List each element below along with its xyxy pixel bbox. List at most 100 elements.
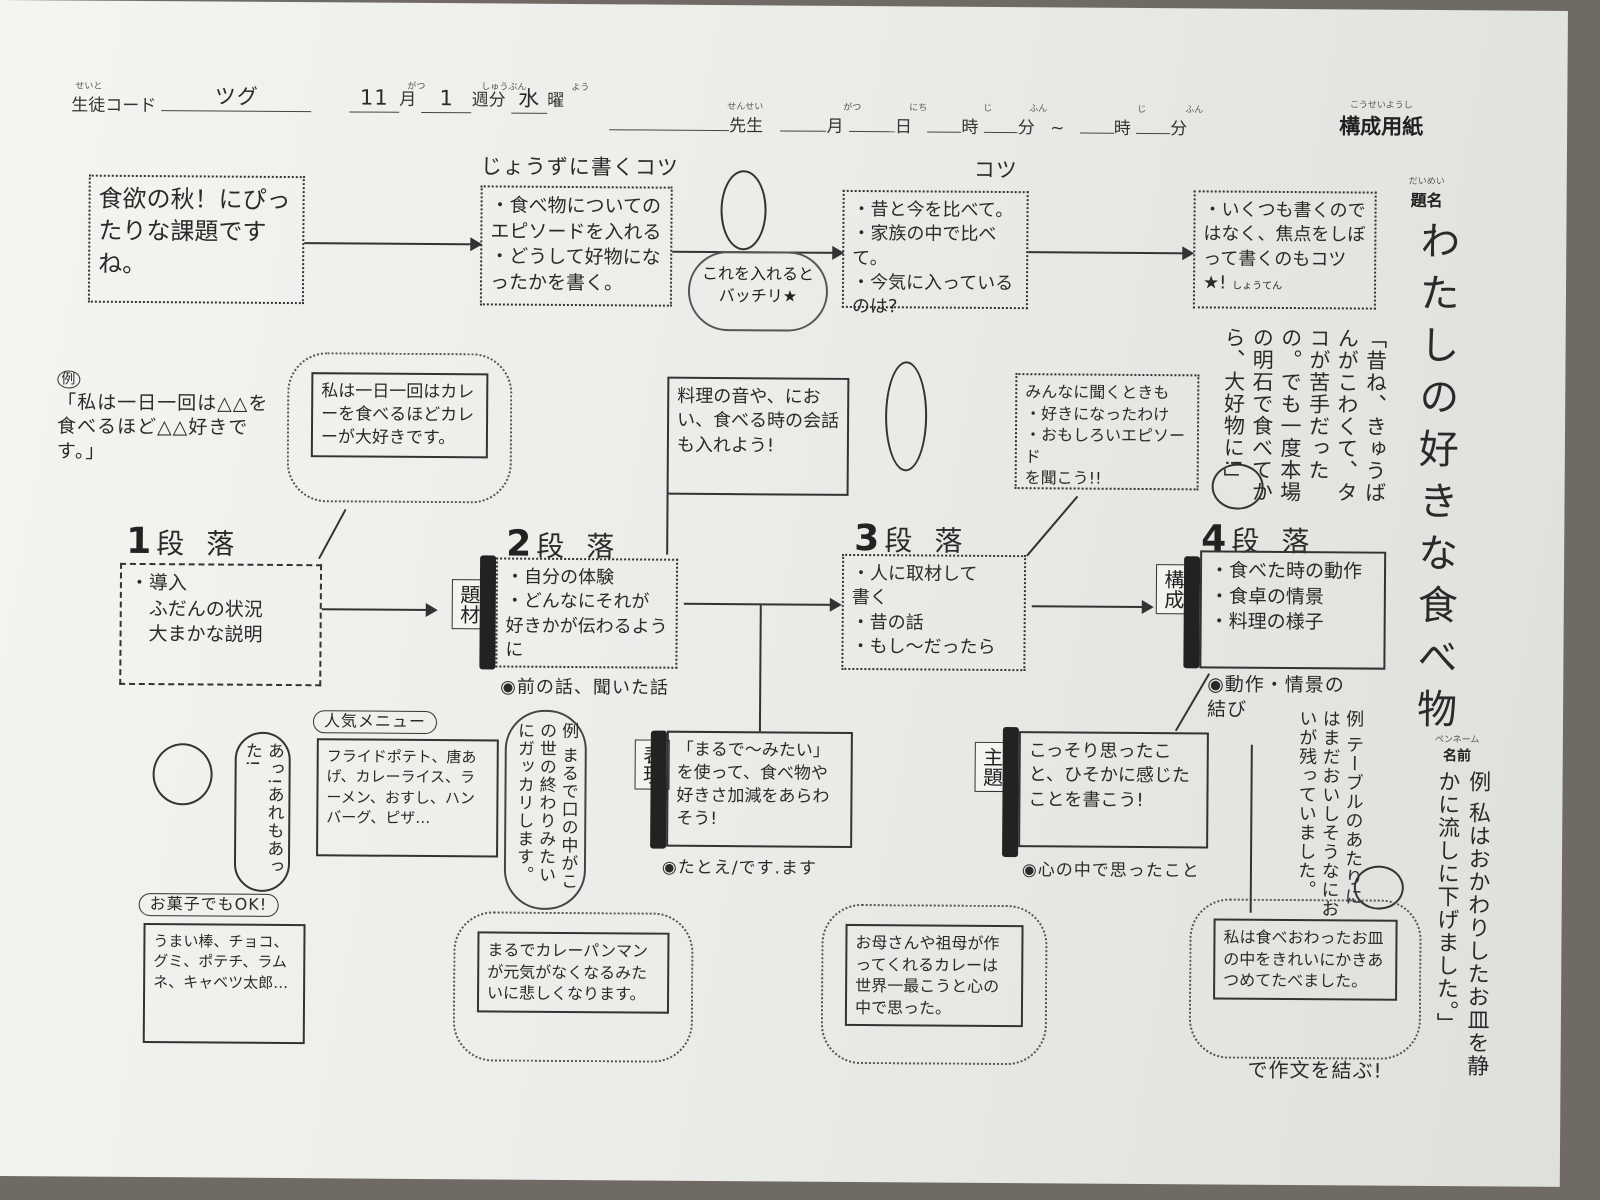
ruby: しょうてん — [1232, 280, 1283, 292]
date-day-field[interactable] — [848, 130, 895, 133]
frog-speech-bubble: あっ!あれもあった! — [233, 731, 292, 893]
penname-example: 例 私はおかわりしたお皿を静かに流しに下げました。」 — [1432, 770, 1491, 1078]
date-month-label: 月 — [826, 116, 844, 137]
example-cloud-text: 私は一日一回はカレーを食べるほどカレーが大好きです。 — [310, 372, 489, 459]
paragraph-number: 1 — [126, 520, 152, 563]
paragraph-label: 段落 — [156, 527, 257, 561]
expression-note: ◉たとえ/です.ます — [661, 857, 817, 879]
end-minute-field[interactable] — [1136, 132, 1171, 135]
paragraph-4-box: ・食べた時の動作 ・食卓の情景 ・料理の様子 — [1199, 550, 1387, 670]
month-label: 月 — [399, 89, 417, 110]
date-day-label: 日 — [894, 117, 913, 138]
tilde: ~ — [1050, 118, 1065, 139]
focus-text: ・いくつも書くのではなく、焦点をしぼって書くのもコツ★! — [1202, 199, 1366, 294]
theme-note: ◉心の中で思ったこと — [1021, 860, 1200, 882]
title-label-text: 題名 — [1410, 190, 1443, 211]
paragraph-3-box: ・人に取材して 書く ・昔の話 ・もし〜だったら — [841, 553, 1027, 672]
arrow — [1028, 251, 1193, 255]
simile-example: 例 まるで口の中がこの世の終わりみたいにガッカリします。 — [503, 709, 588, 911]
essay-title: わたしの好きな食べ物 — [1409, 219, 1460, 741]
intro-box: 食欲の秋！にぴったりな課題ですね。 — [87, 174, 305, 305]
snack-box: うまい棒、チョコ、グミ、ポテチ、ラムネ、キャベツ太郎… — [142, 923, 306, 1045]
sound-tip-box: 料理の音や、におい、食べる時の会話も入れよう! — [666, 376, 850, 496]
sheet-title: こうせいようし 構成用紙 — [1339, 97, 1423, 141]
arrow — [304, 242, 481, 246]
ruby: がつ — [843, 102, 862, 114]
paragraph-1-box: ・導入 ふだんの状況 大まかな説明 — [119, 562, 323, 687]
teacher-label: 先生 — [729, 116, 764, 137]
connector-line — [758, 605, 762, 732]
ruby: ペンネーム — [1434, 735, 1480, 746]
header-row: せいと 生徒コード ツグ — [71, 82, 312, 116]
marker-bar — [650, 730, 667, 849]
theme-box: こっそり思ったこと、ひそかに感じたことを書こう! — [1018, 731, 1209, 849]
example-text: 「私は一日一回は△△を食べるほど△△好きです。」 — [56, 391, 269, 463]
ruby: ふん — [1029, 104, 1048, 115]
teacher-field[interactable] — [609, 129, 730, 132]
start-minute-field[interactable] — [983, 131, 1018, 134]
ruby: しゅうぶん — [481, 82, 527, 93]
theme-cloud-text: お母さんや祖母が作ってくれるカレーは世界一最こうと心の中で思った。 — [844, 923, 1024, 1028]
tip-cloud: これを入れるとバッチリ★ — [687, 250, 829, 332]
example-note: 例「私は一日一回は△△を食べるほど△△好きです。」 — [57, 365, 278, 465]
tips-label: じょうずに書くコツ — [480, 154, 679, 180]
week-label: 週分 — [471, 90, 506, 111]
marker-bar — [1183, 556, 1201, 669]
week-value: 1 — [421, 84, 472, 114]
paragraph-1-heading: 1 段落 — [126, 521, 256, 563]
ruby: だいめい — [1408, 176, 1445, 188]
theme-cloud: お母さんや祖母が作ってくれるカレーは世界一最こうと心の中で思った。 — [820, 903, 1048, 1066]
teacher-time-row: 先生 月 日 時 分 ~ 時 分 せんせい がつ にち じ ふん じ ふん — [609, 102, 1203, 140]
paragraph-label: 段落 — [884, 524, 985, 558]
ruby: ふん — [1185, 105, 1204, 116]
start-hour-field[interactable] — [927, 131, 962, 133]
ruby: じ — [983, 103, 993, 114]
tips-box: ・食べ物についてのエピソードを入れる ・どうして好物になったかを書く。 — [479, 185, 673, 307]
example-cloud: 私は一日一回はカレーを食べるほどカレーが大好きです。 — [286, 352, 513, 504]
penname-label: ペンネーム 名前 — [1435, 732, 1480, 765]
connector-line — [1249, 744, 1253, 913]
paragraph-number: 3 — [854, 517, 880, 560]
kotsu-box: ・昔と今を比べて。 ・家族の中で比べて。 ・今気に入っているのは? — [841, 189, 1029, 317]
frog-waiter-drawing-icon — [884, 361, 928, 472]
ending-cloud-text: 私は食べおわったお皿の中をきれいにかきあつめてたべました。 — [1213, 918, 1398, 1001]
paragraph-2-box: ・自分の体験 ・どんなにそれが 好きかが伝わるように — [495, 557, 679, 669]
focus-box: ・いくつも書くのではなく、焦点をしぼって書くのもコツ★! しょうてん — [1192, 190, 1377, 310]
interview-tip-box: みんなに聞くときも ・好きになったわけ ・おもしろいエピソード を聞こう!! — [1014, 373, 1200, 491]
ruby: がつ — [407, 81, 426, 92]
frog-surprised-icon — [152, 743, 213, 806]
arrow — [683, 602, 840, 606]
end-hour-label: 時 — [1113, 118, 1131, 139]
end-hour-field[interactable] — [1079, 132, 1114, 134]
hour-label: 時 — [961, 117, 979, 138]
ruby: せいと — [75, 81, 103, 92]
ruby: せんせい — [727, 102, 764, 113]
date-month-field[interactable] — [780, 130, 827, 132]
end-minute-label: 分 — [1170, 119, 1188, 140]
marker-bar — [1002, 727, 1019, 858]
student-code-label: 生徒コード — [71, 95, 157, 117]
menu-label: 人気メニュー — [312, 710, 438, 734]
penname-label-text: 名前 — [1442, 748, 1472, 765]
marker-bar — [479, 555, 497, 670]
example-mark: 例 — [57, 370, 81, 389]
weekday-label: 曜 — [547, 90, 565, 111]
student-code-value: ツグ — [161, 83, 312, 113]
kotsu-label: コツ — [973, 157, 1018, 183]
simile-cloud-text: まるでカレーパンマンが元気がなくなるみたいに悲しくなります。 — [476, 931, 670, 1014]
arrow — [321, 608, 436, 612]
snack-label: お菓子でもOK! — [138, 892, 279, 917]
simile-cloud: まるでカレーパンマンが元気がなくなるみたいに悲しくなります。 — [452, 911, 694, 1063]
frog-drawing-icon — [720, 170, 767, 251]
ruby: よう — [571, 82, 590, 94]
ruby: じ — [1137, 104, 1147, 116]
arrow — [1031, 605, 1152, 609]
sheet-title-text: 構成用紙 — [1339, 114, 1424, 139]
connector-line — [318, 508, 347, 560]
ending-cloud: 私は食べおわったお皿の中をきれいにかきあつめてたべました。 — [1188, 898, 1422, 1060]
connector-line — [1174, 673, 1211, 732]
expression-box: 「まるで〜みたい」を使って、食べ物や好きさ加減をあらわそう! — [666, 730, 853, 848]
menu-box: フライドポテト、唐あげ、カレーライス、ラーメン、おすし、ハンバーグ、ピザ… — [316, 738, 499, 858]
